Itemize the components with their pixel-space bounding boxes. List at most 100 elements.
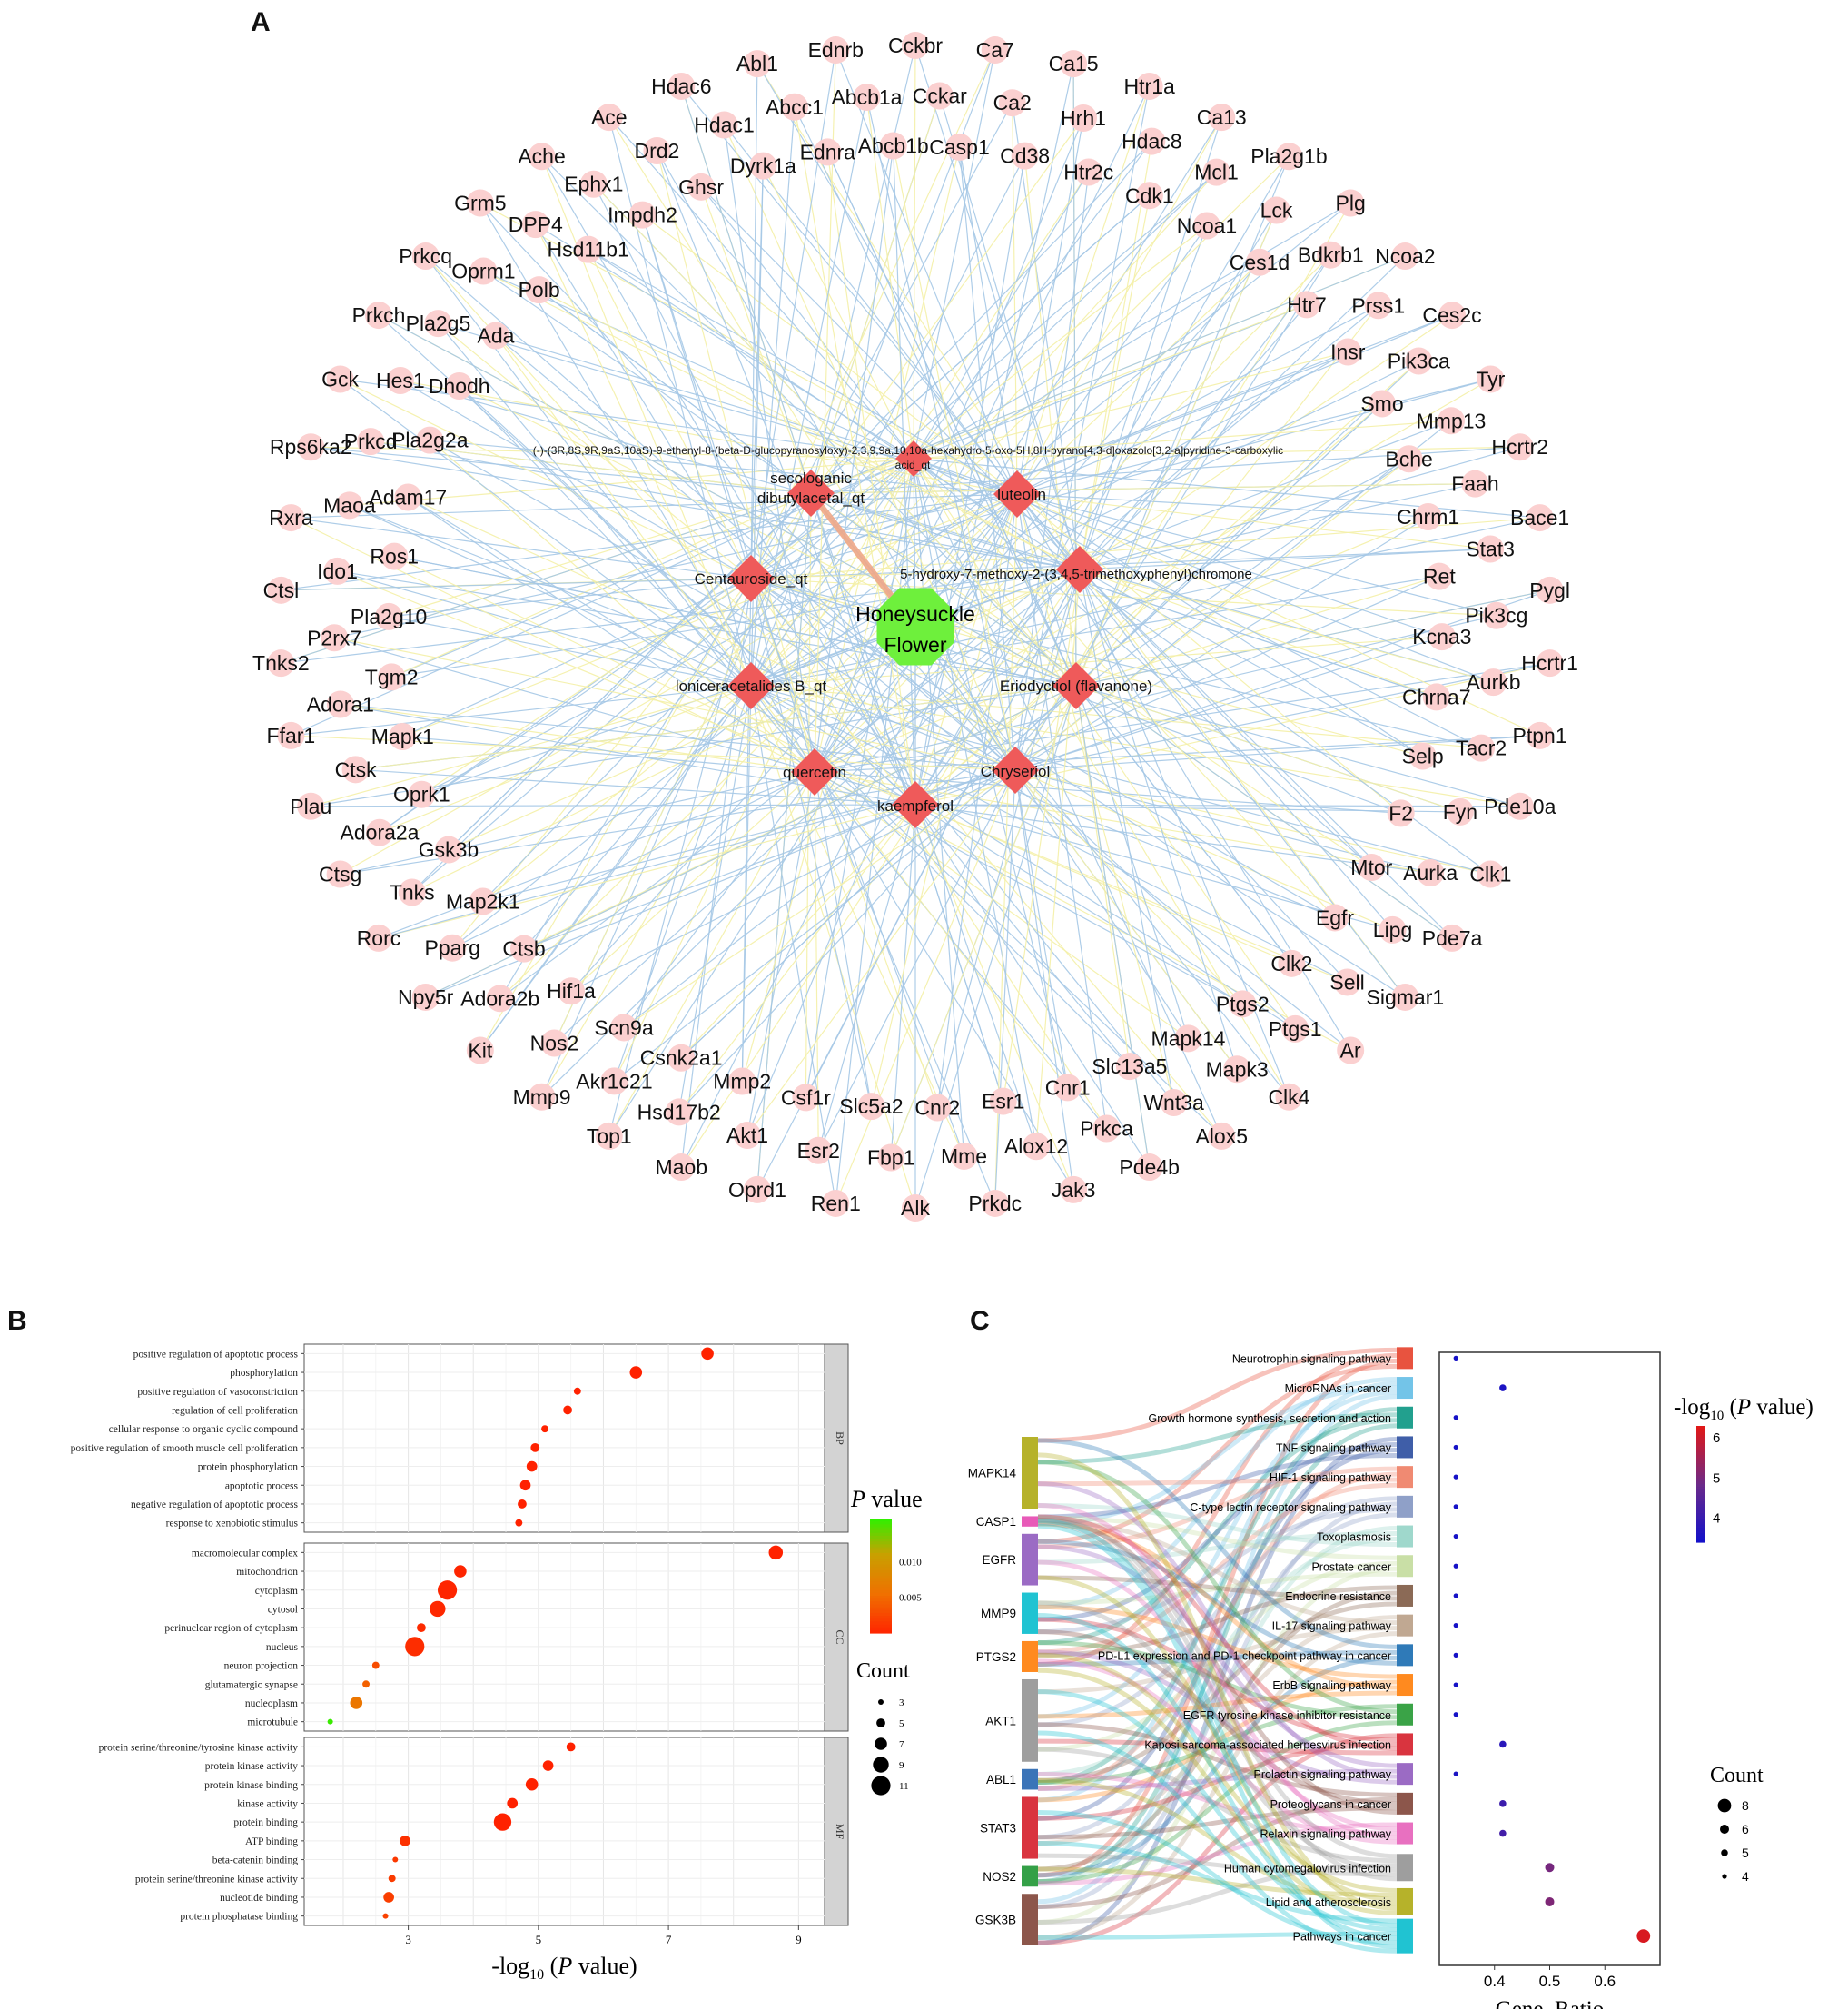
network-edge [913,420,1452,460]
target-node-label: Ncoa1 [1177,214,1237,238]
target-node-circle [378,663,406,691]
p-value-gradient-step [870,1561,892,1565]
target-node-pla2g2a: Pla2g2a [391,426,469,454]
gene-ratio-dot-lipid-and-atherosclerosis [1545,1896,1555,1906]
target-node-circle [981,36,1009,64]
target-node-circle [1395,445,1423,473]
network-edge [459,385,1077,687]
target-node-alox5: Alox5 [1195,1122,1248,1150]
target-node-circle [323,557,351,585]
target-node-label: Rorc [357,926,401,950]
target-node-circle [945,133,973,161]
network-edge [1016,304,1379,495]
facet-strip [824,1737,849,1926]
target-node-circle [1437,407,1465,435]
pathway-node-toxoplasmosis: Toxoplasmosis [1317,1525,1413,1548]
target-node-slc5a2: Slc5a2 [839,1093,904,1121]
target-node-circle [1482,601,1510,629]
network-edge [408,496,815,773]
target-node-circle [574,235,602,263]
target-node-cnr1: Cnr1 [1045,1074,1091,1102]
target-node-circle [667,1044,696,1072]
network-edge [914,804,1151,1168]
log-p-gradient-step [1696,1437,1705,1441]
target-node-csnk2a1: Csnk2a1 [640,1044,723,1072]
network-edge [750,225,1208,579]
sankey-flow [1037,1796,1398,1909]
network-edge [750,578,1497,617]
network-edge [1016,493,1491,550]
network-edge [642,214,1018,495]
target-node-label: Ca15 [1049,52,1099,75]
target-node-sigmar1: Sigmar1 [1367,983,1444,1011]
log-p-legend: -log10 (P value)654 [1674,1395,1813,1543]
target-node-alk: Alk [901,1194,930,1222]
log-p-gradient-step [1696,1499,1705,1502]
sankey-flow [1037,1447,1398,1821]
gene-ratio-dot-neurotrophin-signaling-pathw [1453,1355,1458,1361]
network-edge [914,458,1409,806]
target-node-plau: Plau [290,792,331,820]
term-label-protein-phosphatase-binding: protein phosphatase binding [180,1912,298,1923]
target-node-bace1: Bace1 [1510,504,1569,532]
target-node-tnks2: Tnks2 [252,649,310,678]
target-node-circle [879,132,907,160]
target-node-circle [1391,983,1419,1011]
network-edge [402,736,815,773]
sankey-flow [1037,1566,1398,1925]
count-legend-dot [873,1757,889,1773]
target-node-circle [424,310,452,338]
p-value-gradient-step [870,1572,892,1577]
herb-octagon [876,588,954,666]
network-edge [994,769,1016,1203]
network-edge [1014,636,1443,771]
gene-node-mmp9: MMP9 [981,1592,1038,1634]
compound-label: kaempferol [877,797,954,815]
target-node-label: Hdac1 [694,114,754,137]
target-node-label: Gsk3b [419,838,479,862]
target-node-circle [853,84,881,112]
facet-strip [824,1542,849,1732]
term-dot-mitochondrion [454,1565,467,1578]
target-node-circle [610,1014,638,1042]
target-node-label: Jak3 [1052,1178,1096,1202]
term-dot-nucleoplasm [350,1697,363,1709]
sankey-flow [1037,1704,1398,1786]
network-edge [810,141,1152,494]
target-node-wnt3a: Wnt3a [1143,1088,1204,1116]
gene-ratio-dot-pd-l1-expression-and-pd-1-ch [1453,1652,1458,1658]
network-edge [355,685,1077,770]
log-p-gradient-step [1696,1451,1705,1456]
target-node-circle [1438,302,1467,330]
target-node-label: Ca7 [976,38,1014,62]
target-node-circle [1317,241,1345,269]
target-node-circle [366,818,394,846]
network-edge [570,769,1016,992]
sankey-flow [1037,1652,1398,1893]
pathway-node-label: HIF-1 signaling pathway [1270,1471,1392,1484]
target-node-label: Mapk1 [371,725,434,748]
network-edge [291,685,752,737]
target-node-abcb1b: Abcb1b [858,132,929,160]
network-edge [913,172,1090,460]
sankey-flow [1037,1658,1398,1845]
pathway-node-bar [1397,1347,1413,1370]
target-node-tyr: Tyr [1476,365,1506,393]
target-node-circle [643,137,671,165]
compound-node-kaempferol: kaempferol [877,781,954,828]
target-node-label: Dyrk1a [730,154,796,178]
target-node-circle [1208,104,1236,132]
target-node-circle [1414,502,1442,530]
sankey-flow [1037,1741,1398,1821]
target-node-label: Maoa [323,493,376,517]
target-node-circle [989,1087,1017,1115]
sankey-flow [1037,1600,1398,1873]
target-node-circle [1223,1055,1251,1084]
target-node-pparg: Pparg [425,934,480,962]
target-node-ada: Ada [478,322,515,350]
sankey-flow [1037,1376,1398,1609]
network-edge [958,146,1016,771]
p-value-gradient-step [870,1596,892,1599]
target-node-circle [710,111,738,139]
target-node-cckbr: Cckbr [888,32,943,59]
